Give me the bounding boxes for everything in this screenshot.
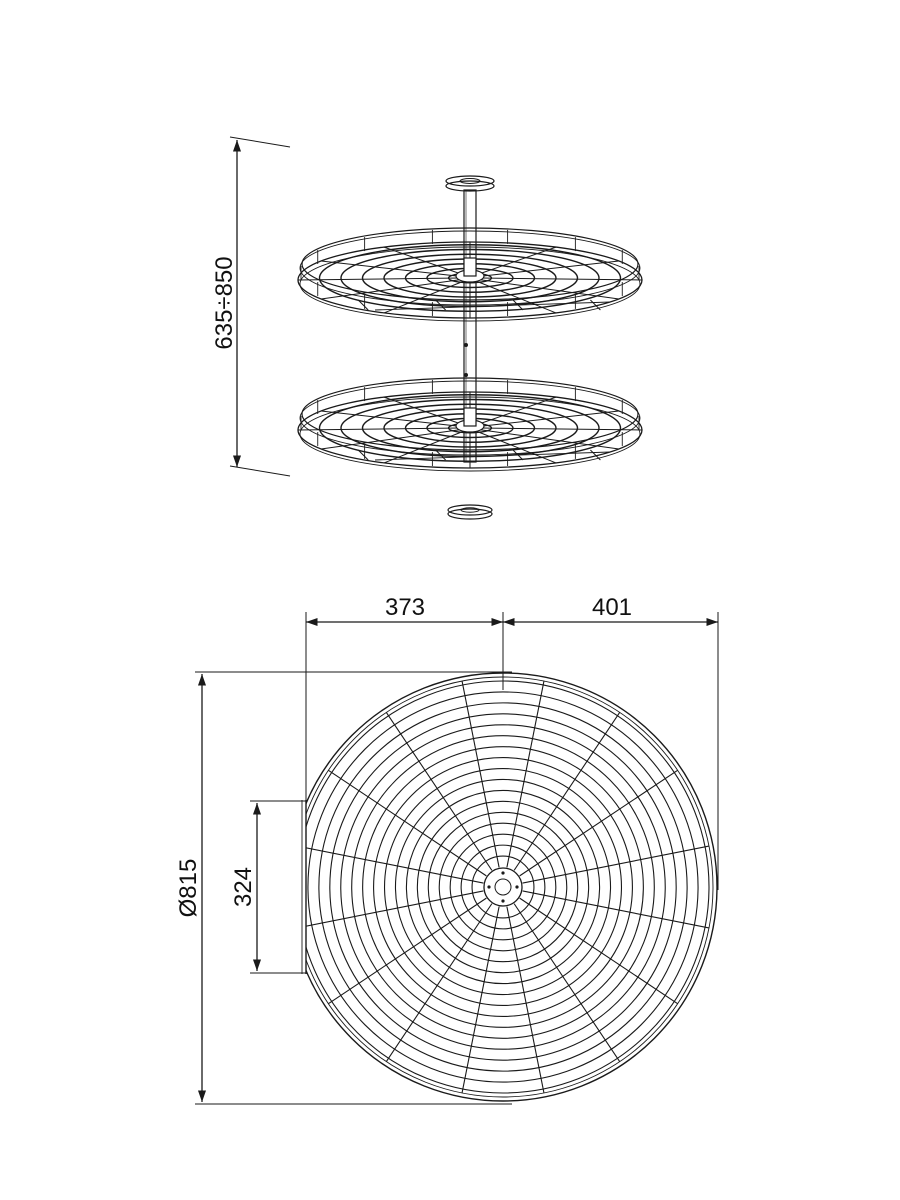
plan-spoke — [506, 906, 545, 1094]
shelf-bracket — [590, 299, 601, 311]
diameter-label: Ø815 — [175, 859, 202, 918]
shelf-bracket — [435, 299, 446, 311]
plan-ring — [460, 844, 546, 930]
width-dimensions: 373 401 — [305, 594, 719, 890]
shelf-under-rail — [374, 451, 611, 461]
plan-hub-bolt — [501, 871, 505, 875]
left-width-label: 373 — [385, 594, 425, 621]
plan-hub-bolt — [501, 899, 505, 903]
plan-hub — [483, 867, 523, 907]
plan-spoke — [519, 897, 678, 1005]
shelf-spoke — [474, 280, 557, 314]
shelf-spoke — [383, 430, 466, 464]
plan-spoke — [513, 903, 621, 1062]
flat-edge-label: 324 — [230, 867, 257, 907]
shelf-spoke — [478, 279, 620, 300]
plan-spoke — [385, 903, 493, 1062]
plan-spoke — [522, 845, 710, 884]
shelf-spoke — [478, 410, 620, 427]
shelf-spoke — [474, 246, 557, 276]
plan-ring — [471, 855, 535, 919]
plan-outer-rim — [306, 672, 718, 1102]
shelf-hub-collar — [463, 407, 477, 427]
shelf-bracket — [357, 299, 369, 311]
carousel-plan-view: 373 401 Ø815 324 — [175, 594, 719, 1105]
shelf-under-rail — [374, 301, 611, 311]
shelf-spoke — [474, 430, 557, 464]
plan-spoke — [306, 847, 484, 884]
plan-ring — [383, 767, 623, 1007]
plan-ring — [307, 691, 699, 1083]
shelf-spoke — [383, 280, 466, 314]
shelf-spoke — [478, 260, 620, 277]
wire-shelf-2 — [297, 377, 643, 472]
shelf-bracket — [435, 449, 446, 461]
plan-ring — [340, 724, 666, 1050]
plan-spoke — [328, 897, 487, 1005]
shelf-bracket — [357, 449, 369, 461]
shelf-spoke — [383, 396, 466, 426]
shelf-hub-collar — [463, 257, 477, 277]
right-width-label: 401 — [592, 594, 632, 621]
plan-spoke — [461, 906, 500, 1094]
shelf-spoke — [479, 427, 643, 431]
shelf-spoke — [478, 429, 620, 450]
flat-edge-dimension: 324 — [230, 800, 306, 974]
carousel-side-view: 635÷850 — [211, 136, 643, 520]
plan-outer-rim-inner — [306, 676, 714, 1098]
plan-ring — [394, 778, 612, 996]
plan-ring — [362, 746, 644, 1028]
plan-spoke — [522, 890, 710, 929]
shelf-spoke — [320, 260, 462, 277]
shelf-bracket — [590, 449, 601, 461]
plan-outline — [306, 672, 718, 1102]
shelf-spoke — [479, 277, 643, 281]
plan-ring — [306, 680, 710, 1094]
plan-spoke — [461, 680, 500, 868]
shelf-spoke — [474, 396, 557, 426]
plan-wire-spokes — [306, 680, 710, 1094]
plan-spoke — [306, 890, 484, 927]
plan-spoke — [519, 769, 678, 877]
shelf-spoke — [297, 427, 461, 431]
height-range-label: 635÷850 — [211, 256, 238, 349]
plan-spoke — [385, 712, 493, 871]
plan-ring — [416, 800, 590, 974]
plan-ring — [351, 735, 655, 1039]
wire-shelf-1 — [297, 227, 643, 322]
height-dimension: 635÷850 — [211, 136, 291, 477]
plan-ring — [449, 833, 557, 941]
shelf-spoke — [383, 246, 466, 276]
plan-ring — [373, 757, 633, 1017]
plan-wire-rings — [306, 680, 710, 1094]
shelf-spoke — [297, 277, 461, 281]
shelf-spoke — [320, 429, 462, 450]
diameter-dimension: Ø815 — [175, 671, 512, 1105]
plan-hub-pole — [494, 878, 512, 896]
plan-ring — [438, 822, 568, 952]
plan-spoke — [506, 680, 545, 868]
plan-hub-bolt — [487, 885, 491, 889]
plan-spoke — [328, 769, 487, 877]
shelf-spoke — [320, 410, 462, 427]
plan-ring — [329, 713, 677, 1061]
shelf-spoke — [320, 279, 462, 300]
plan-ring — [318, 702, 688, 1072]
plan-spoke — [513, 712, 621, 871]
plan-hub-bolt — [515, 885, 519, 889]
plan-ring — [427, 811, 579, 963]
plan-ring — [405, 789, 601, 985]
